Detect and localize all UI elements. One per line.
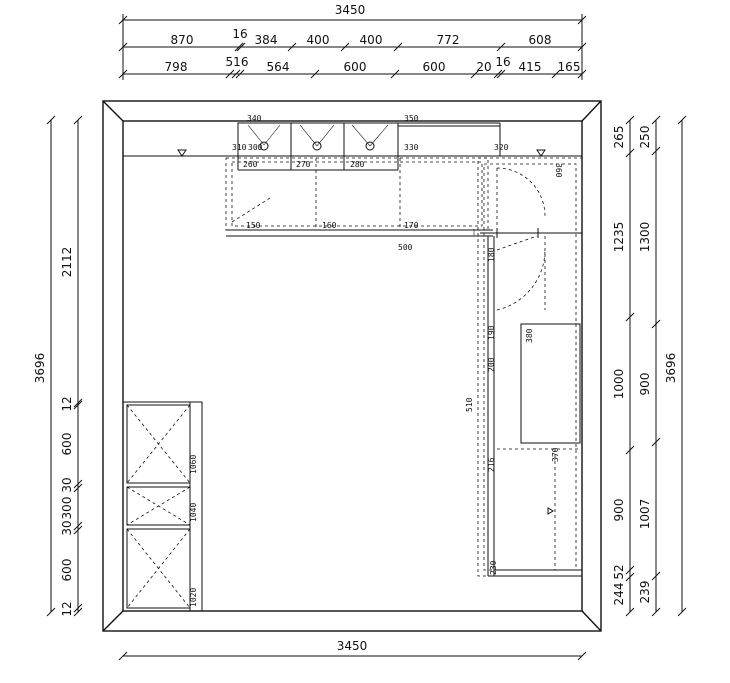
left-cell-dim-3: 30	[60, 477, 74, 492]
base-run-right	[477, 157, 583, 577]
top-dim-2-3: 564	[267, 60, 290, 74]
top-dim-1-3: 384	[255, 33, 278, 47]
label-run-510: 510	[465, 397, 474, 412]
label-run-top-2: 160	[322, 221, 337, 230]
left-cell-dim-1: 12	[60, 396, 74, 411]
label-wall-top-2: 350	[404, 114, 419, 123]
label-island-2: 370	[551, 447, 560, 462]
label-wall-row-3: 330	[404, 143, 419, 152]
top-dim-1-2: 16	[232, 27, 247, 41]
top-dim-2-6: 20	[476, 60, 491, 74]
left-dimension-lines: 3696 2112 12 600 30 300 30 600 12	[33, 115, 83, 617]
left-tall-cabinets	[122, 401, 203, 612]
label-side-1: 180	[487, 247, 496, 262]
right-outer-dim-2: 1300	[638, 222, 652, 253]
label-wall-row-4: 320	[494, 143, 509, 152]
top-dim-2-5: 600	[423, 60, 446, 74]
top-dim-2-2: 516	[226, 55, 249, 69]
left-cell-dim-5: 30	[60, 520, 74, 535]
label-base-top-3: 280	[350, 160, 365, 169]
base-run-top	[225, 157, 582, 238]
top-dimension-lines: 3450 870 16 384 400 400 772 608 798 516 …	[118, 3, 587, 80]
label-corner-360: 360	[554, 163, 563, 178]
label-wall-row-2: 300	[248, 143, 263, 152]
label-left-stack-2: 1040	[189, 503, 198, 522]
top-dim-2-4: 600	[344, 60, 367, 74]
left-upper-dim: 2112	[60, 247, 74, 278]
top-dim-1-1: 870	[171, 33, 194, 47]
top-dim-1-4: 400	[307, 33, 330, 47]
right-inner-dim-1: 265	[612, 126, 626, 149]
label-side-4: 216	[487, 457, 496, 472]
room-walls	[102, 100, 602, 632]
top-dim-1-5: 400	[360, 33, 383, 47]
plan-labels: 340 350 310 300 330 320 260 270 280 150 …	[189, 114, 563, 607]
top-dim-1-6: 772	[437, 33, 460, 47]
bottom-total-dim: 3450	[337, 639, 368, 653]
top-dim-2-1: 798	[165, 60, 188, 74]
label-wall-row-1: 310	[232, 143, 247, 152]
right-inner-dim-5: 52	[612, 564, 626, 579]
top-dim-2-9: 165	[558, 60, 581, 74]
right-inner-dim-2: 1235	[612, 222, 626, 253]
left-total-dim: 3696	[33, 353, 47, 384]
left-cell-dim-7: 12	[60, 601, 74, 616]
label-base-top-2: 270	[296, 160, 311, 169]
label-left-stack-1: 1060	[189, 455, 198, 474]
right-inner-dim-3: 1000	[612, 369, 626, 400]
label-side-5: 230	[489, 560, 498, 575]
right-outer-dim-1: 250	[638, 126, 652, 149]
top-dim-2-8: 415	[519, 60, 542, 74]
top-dim-1-7: 608	[529, 33, 552, 47]
left-cell-dim-6: 600	[60, 559, 74, 582]
right-total-dim: 3696	[664, 353, 678, 384]
label-run-top-3: 170	[404, 221, 419, 230]
right-outer-dim-5: 239	[638, 581, 652, 604]
label-side-3: 190	[487, 325, 496, 340]
left-cell-dim-2: 600	[60, 433, 74, 456]
label-side-2: 200	[487, 357, 496, 372]
label-left-stack-3: 1020	[189, 588, 198, 607]
label-run-500: 500	[398, 243, 413, 252]
right-outer-dim-3: 900	[638, 373, 652, 396]
label-run-top-1: 150	[246, 221, 261, 230]
right-inner-dim-4: 900	[612, 499, 626, 522]
label-base-top-1: 260	[243, 160, 258, 169]
top-dim-2-7: 16	[495, 55, 510, 69]
right-outer-dim-4: 1007	[638, 499, 652, 530]
left-cell-dim-4: 300	[60, 497, 74, 520]
label-wall-top-1: 340	[247, 114, 262, 123]
right-inner-dim-6: 244	[612, 583, 626, 606]
right-dimension-lines: 265 1235 1000 900 52 244 250 1300 900 10…	[612, 115, 687, 617]
wall-cabinets-top	[123, 122, 582, 171]
bottom-dimension-line: 3450	[118, 639, 587, 661]
label-island-1: 380	[525, 328, 534, 343]
top-total-dim: 3450	[335, 3, 366, 17]
